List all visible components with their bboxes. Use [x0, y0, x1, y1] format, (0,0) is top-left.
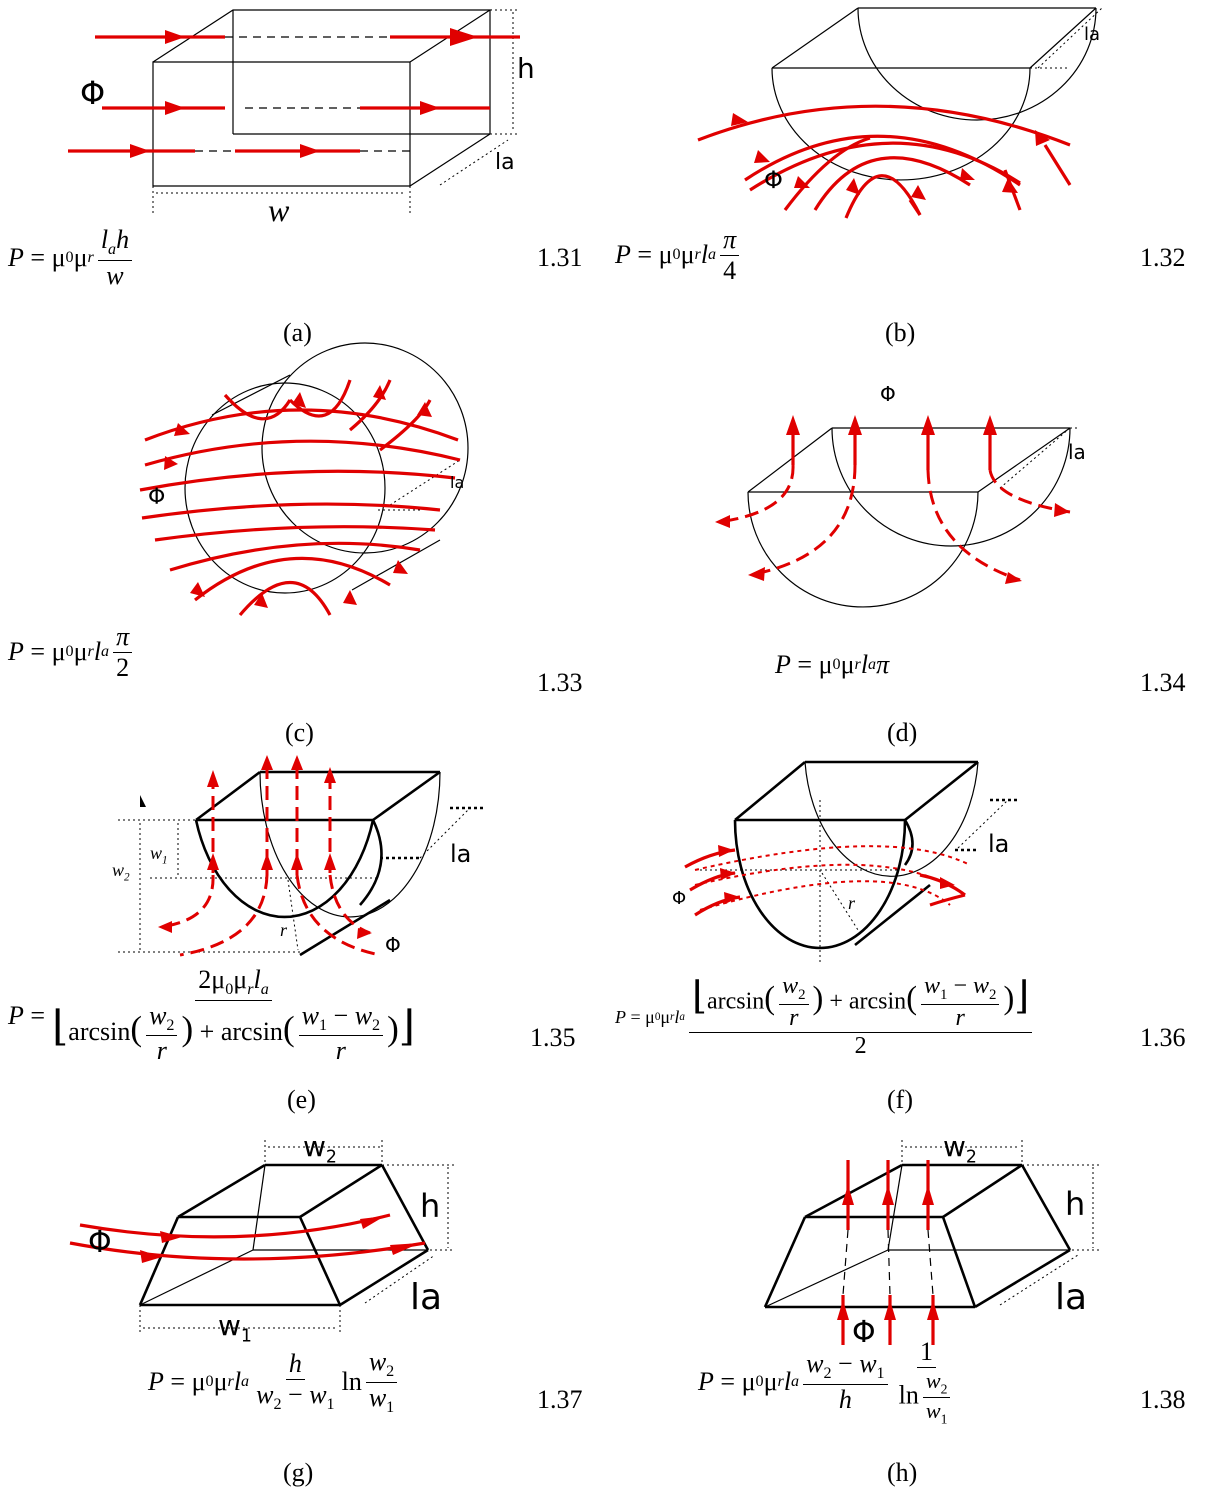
caption-g: (g)	[283, 1458, 314, 1487]
caption-f: (f)	[887, 1085, 913, 1114]
height-label-h: h	[1065, 1185, 1086, 1223]
eq-number-c: 1.33	[537, 668, 583, 697]
eq-number-f: 1.36	[1140, 1023, 1186, 1052]
eq-number-e: 1.35	[530, 1023, 576, 1052]
height-label-a: h	[517, 52, 535, 85]
length-label-c: la	[450, 473, 465, 492]
length-label-d: la	[1068, 440, 1086, 464]
flux-label-h: Φ	[852, 1315, 876, 1350]
length-label-g: la	[410, 1277, 443, 1318]
flux-label-g: Φ	[88, 1225, 112, 1260]
diagram-b	[697, 7, 1103, 219]
eq-number-b: 1.32	[1140, 243, 1186, 272]
eq-number-h: 1.38	[1140, 1385, 1186, 1414]
w2-label-g: w2	[303, 1130, 337, 1168]
caption-c: (c)	[285, 718, 314, 747]
w2-label-e: w2	[112, 860, 130, 884]
length-label-f: la	[988, 830, 1010, 858]
diagram-a	[68, 9, 520, 215]
caption-b: (b)	[885, 318, 916, 347]
diagram-g	[69, 1140, 455, 1335]
w1-label-e: w1	[150, 843, 168, 867]
diagram-h	[763, 1140, 1100, 1345]
diagram-f	[684, 760, 1020, 965]
w1-label-g: w1	[218, 1309, 252, 1347]
radius-label-e: r	[280, 920, 288, 940]
diagram-c	[139, 342, 469, 617]
length-label-b: la	[1084, 24, 1101, 45]
eq-number-d: 1.34	[1140, 668, 1186, 697]
length-label-a: la	[495, 150, 515, 175]
w2-label-h: w2	[943, 1130, 977, 1168]
flux-label-b: Φ	[764, 166, 783, 194]
caption-h: (h)	[887, 1458, 918, 1487]
width-label-a: w	[268, 192, 290, 228]
flux-label-f: Φ	[672, 888, 687, 909]
length-label-e: la	[450, 840, 472, 868]
diagram-d	[715, 415, 1080, 608]
height-label-g: h	[420, 1187, 441, 1225]
caption-a: (a)	[283, 318, 312, 347]
caption-d: (d)	[887, 718, 918, 747]
flux-label-c: Φ	[148, 485, 166, 510]
diagram-e	[118, 755, 485, 957]
flux-label-e: Φ	[385, 933, 401, 957]
flux-label-d: Φ	[880, 382, 896, 406]
length-label-h: la	[1055, 1277, 1088, 1318]
caption-e: (e)	[287, 1085, 316, 1114]
eq-number-a: 1.31	[537, 243, 583, 272]
radius-label-f: r	[848, 893, 856, 913]
eq-number-g: 1.37	[537, 1385, 583, 1414]
flux-label-a: Φ	[80, 74, 106, 112]
